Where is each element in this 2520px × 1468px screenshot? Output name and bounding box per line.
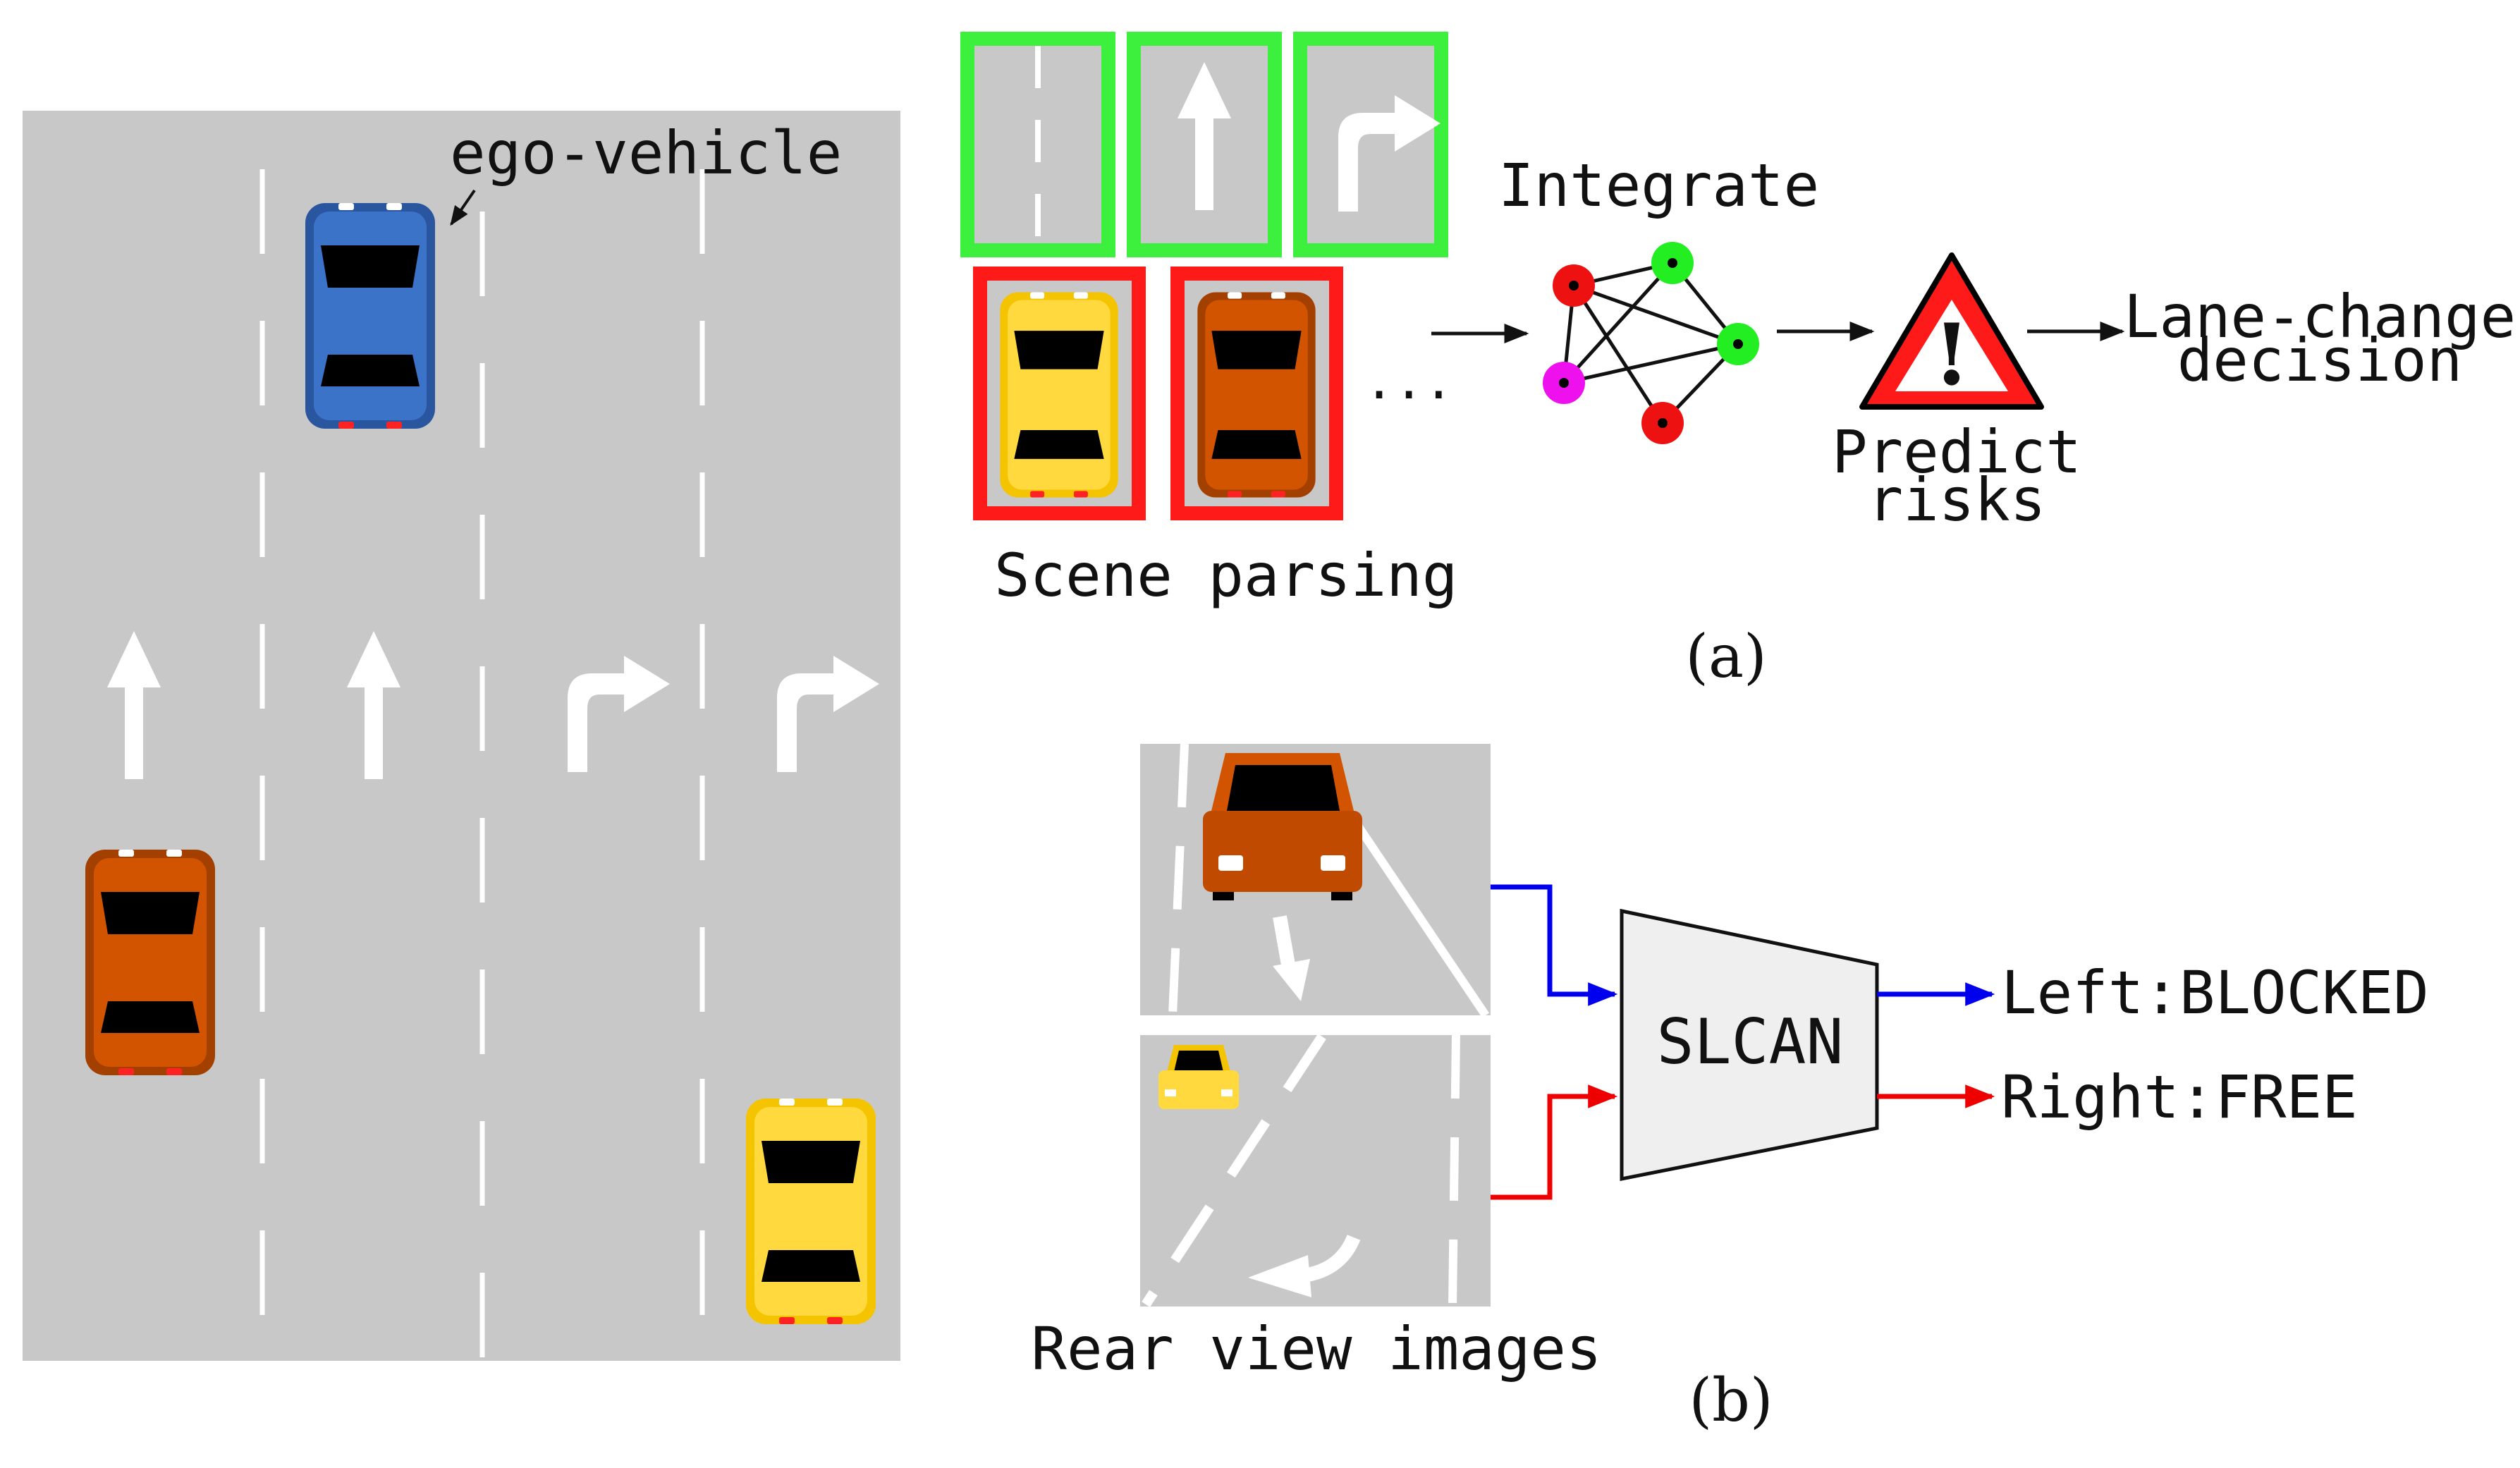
panel-b: Rear view images SLCAN Left:BLOCKED Righ… (1031, 743, 2429, 1435)
left-output-key: Left: (2001, 958, 2179, 1027)
slcan-model-block (1620, 908, 1879, 1182)
ego-vehicle-car-icon (305, 203, 435, 429)
relation-graph (1543, 242, 1759, 444)
ego-pointer-arrow (450, 189, 476, 226)
right-output-key: Right: (2001, 1063, 2215, 1132)
lane-markings (259, 169, 705, 1361)
orange-car-rear-icon (1203, 753, 1362, 900)
ellipsis: ... (1364, 353, 1453, 410)
panel-a-label: (a) (1685, 622, 1767, 691)
right-output: Right:FREE (2001, 1063, 2358, 1132)
panel-a: ... Scene parsing Integrate (960, 32, 2516, 691)
predict-risks-line1: Predict (1832, 417, 2081, 487)
integrate-label: Integrate (1498, 151, 1819, 220)
yellow-car-rear-icon (1158, 1045, 1239, 1109)
rear-view-images-label: Rear view images (1031, 1314, 1601, 1383)
red-connector (1491, 1084, 1618, 1200)
predict-risks-line2: risks (1868, 465, 2046, 534)
right-output-value: FREE (2215, 1063, 2357, 1132)
yellow-car-icon (1000, 292, 1118, 498)
slcan-label: SLCAN (1657, 1005, 1844, 1078)
decision-line1: Lane-change (2124, 282, 2516, 351)
ego-vehicle-label: ego-vehicle (450, 118, 842, 188)
orange-car-icon (85, 850, 215, 1075)
left-output-value: BLOCKED (2179, 958, 2429, 1027)
panel-b-label: (b) (1689, 1366, 1773, 1435)
lane-parse-boxes (960, 32, 1448, 257)
decision-line2: decision (2177, 326, 2463, 395)
warning-icon: ! (1859, 252, 2044, 410)
yellow-car-icon (746, 1099, 876, 1324)
road-top-view: ego-vehicle (23, 111, 900, 1361)
blue-connector (1491, 884, 1618, 1006)
rear-view-image-right (1140, 1034, 1491, 1307)
rear-view-image-left (1140, 743, 1491, 1018)
warning-glyph: ! (1933, 305, 1971, 405)
vehicle-parse-boxes (973, 267, 1343, 520)
left-output: Left:BLOCKED (2001, 958, 2429, 1027)
orange-car-icon (1197, 292, 1316, 498)
scene-parsing-label: Scene parsing (994, 541, 1457, 610)
